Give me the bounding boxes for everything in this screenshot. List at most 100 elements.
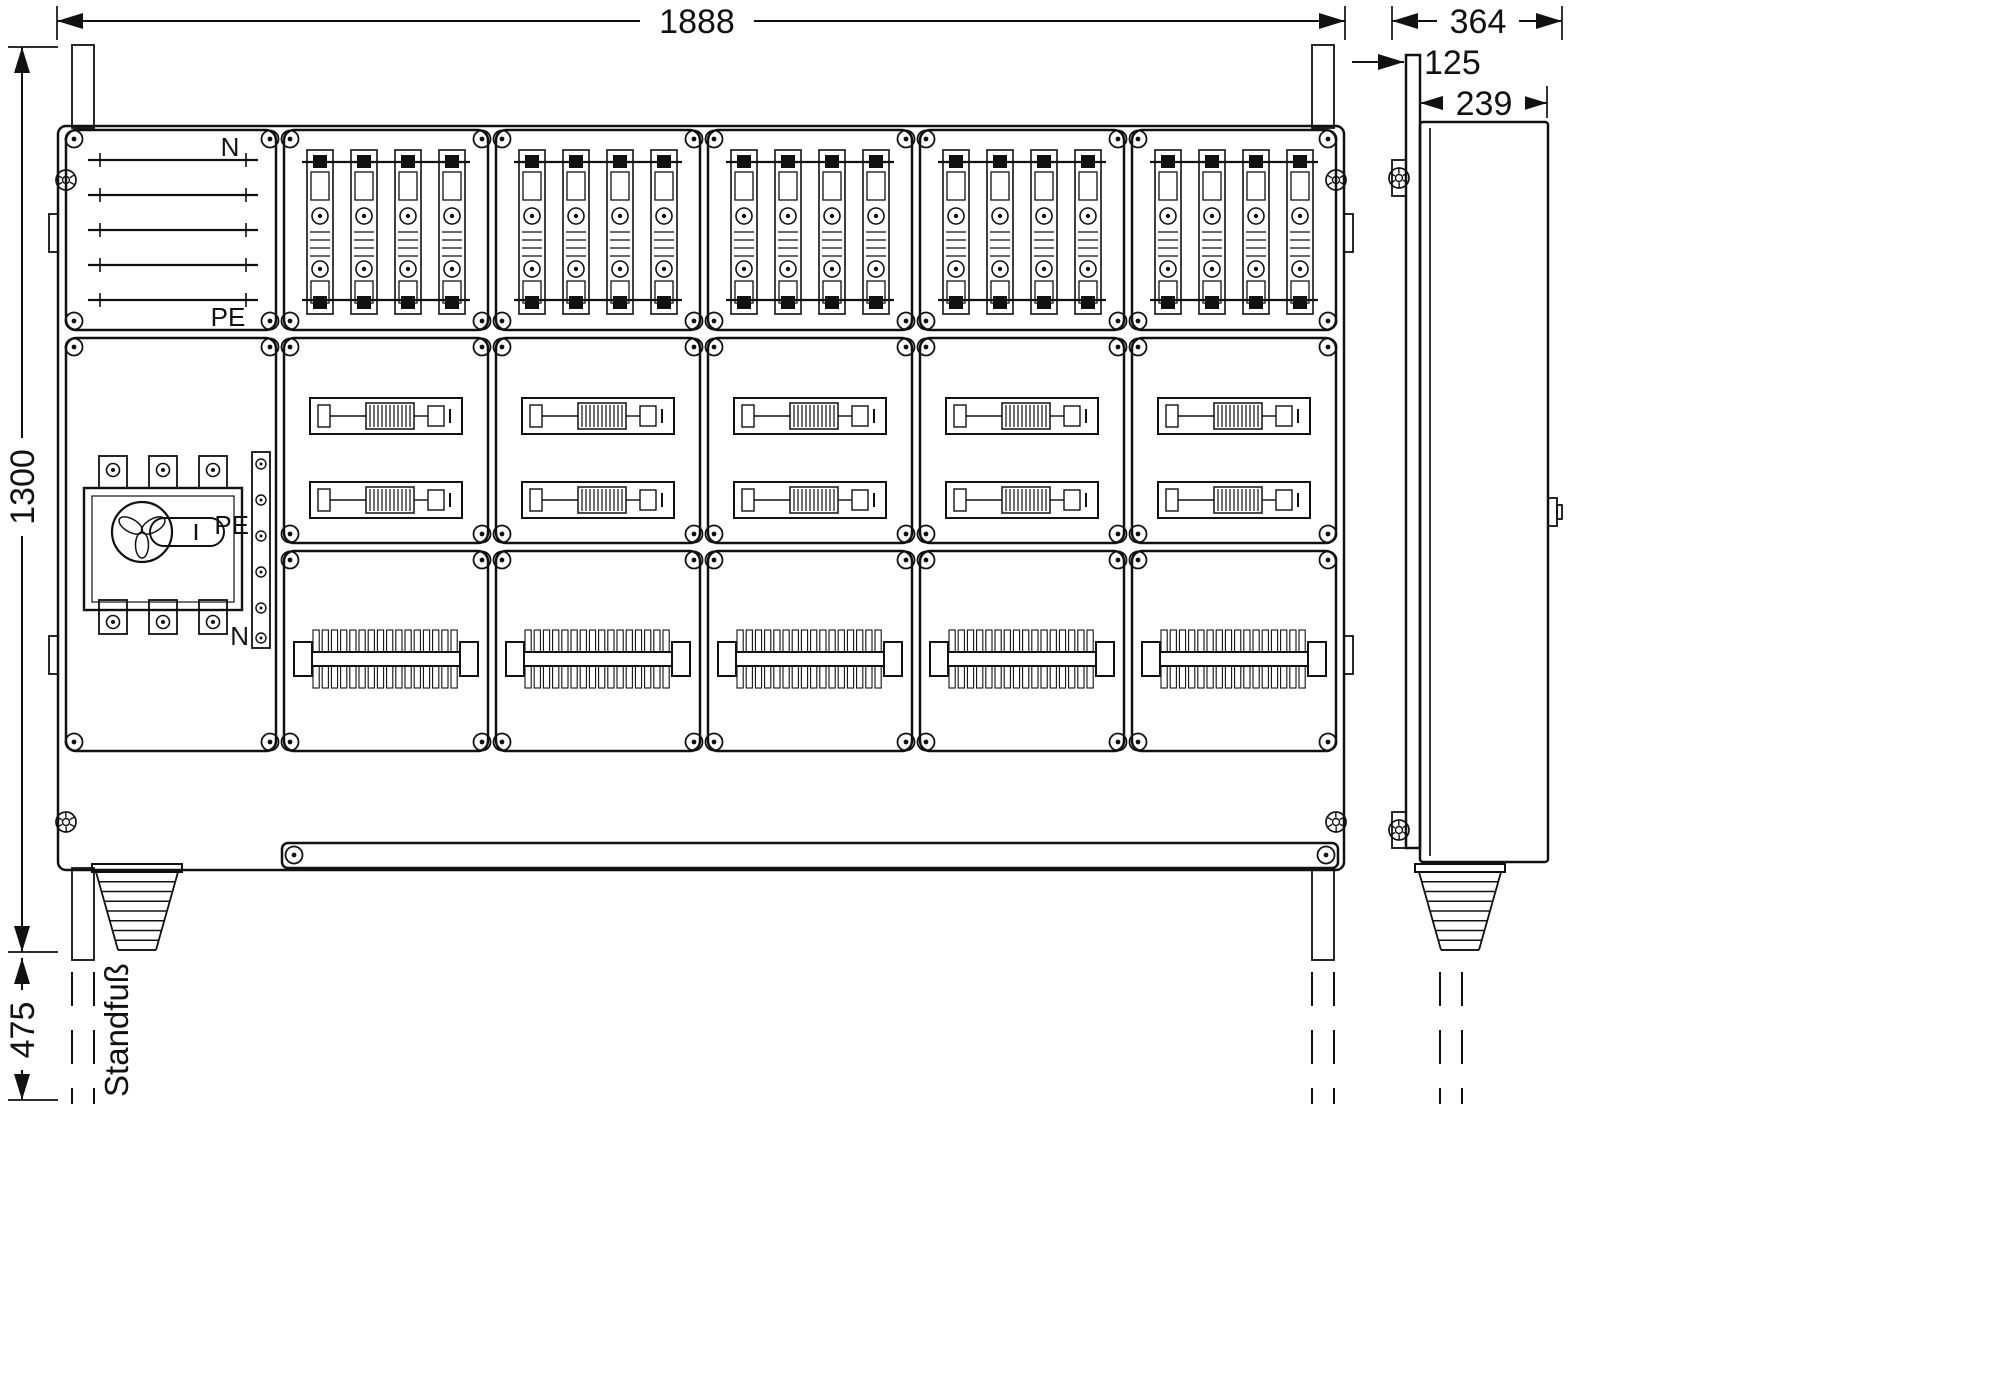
fuse-switch-unit [521, 481, 675, 519]
corner-screw [1325, 169, 1347, 191]
nh-fuse-strip [1074, 149, 1102, 315]
nh-fuse-strip-group [938, 149, 1106, 315]
side-latch-knob [1556, 504, 1563, 520]
nh-fuse-strip [606, 149, 634, 315]
stand-label: Standfuß [98, 963, 135, 1097]
stand-foot [91, 863, 183, 951]
nh-fuse-strip-group [1150, 149, 1318, 315]
nh-fuse-strip [350, 149, 378, 315]
nh-fuse-strip [650, 149, 678, 315]
frame-tab-right-lower [1343, 635, 1354, 675]
terminal-block [717, 629, 903, 689]
nh-fuse-strip [306, 149, 334, 315]
switch-panel-5 [1130, 336, 1338, 545]
nh-fuse-strip [942, 149, 970, 315]
strip-label-n: N [230, 621, 249, 651]
plate-tab-lower [1391, 811, 1407, 849]
dim-plate-depth-label: 125 [1424, 44, 1481, 82]
fuse-switch-unit [733, 397, 887, 435]
nh-fuse-strip-group [302, 149, 470, 315]
fuse-switch-unit [945, 481, 1099, 519]
neutral-pe-bus [88, 153, 258, 307]
frame-tab-right-upper [1343, 213, 1354, 253]
fuse-switch-unit [309, 397, 463, 435]
corner-fasteners [64, 129, 1338, 865]
nh-fuse-strip [1286, 149, 1314, 315]
terminal-block [1141, 629, 1327, 689]
left-stand-post-bottom [71, 867, 95, 961]
terminal-panel-3 [706, 549, 914, 753]
nh-fuse-strip-group [726, 149, 894, 315]
corner-screw [55, 169, 77, 191]
frame-tab-left-lower [48, 635, 59, 675]
switch-panel-4 [918, 336, 1126, 545]
nh-fuse-strip [986, 149, 1014, 315]
corner-screw [55, 811, 77, 833]
pe-n-terminal-strip [251, 451, 271, 649]
dim-plate-depth: 125 [1352, 44, 1481, 82]
dim-width-label: 1888 [659, 3, 735, 41]
nh-fuse-strip [818, 149, 846, 315]
fuse-panel-3 [706, 128, 914, 332]
bus-label-pe-top: PE [211, 302, 246, 332]
dim-height: 1300 [4, 46, 58, 953]
main-switch [82, 455, 244, 635]
strip-label-pe: PE [214, 510, 249, 540]
fuse-switch-unit [1157, 397, 1311, 435]
terminal-block [929, 629, 1115, 689]
dim-height-label: 1300 [4, 449, 42, 525]
frame-tab-left-upper [48, 213, 59, 253]
nh-fuse-strip [518, 149, 546, 315]
cabinet-body-side [1418, 120, 1550, 864]
nh-fuse-strip [862, 149, 890, 315]
corner-screw [1388, 819, 1410, 841]
corner-screw [1325, 811, 1347, 833]
bus-label-n-top: N [221, 132, 240, 162]
corner-screw [1388, 167, 1410, 189]
enclosure-frame [56, 124, 1346, 872]
dim-total-depth: 364 [1391, 2, 1563, 41]
fuse-panel-5 [1130, 128, 1338, 332]
nh-fuse-strip [1242, 149, 1270, 315]
nh-fuse-strip [1154, 149, 1182, 315]
nh-fuse-strip [1030, 149, 1058, 315]
left-stand-post-top [71, 44, 95, 129]
terminal-block [293, 629, 479, 689]
fuse-switch-unit [521, 397, 675, 435]
right-stand-post-bottom [1311, 867, 1335, 961]
terminal-panel-5 [1130, 549, 1338, 753]
fuse-panel-4 [918, 128, 1126, 332]
switch-panel-2 [494, 336, 702, 545]
terminal-panel-2 [494, 549, 702, 753]
main-switch-panel [64, 336, 278, 753]
nh-fuse-strip-group [514, 149, 682, 315]
dim-body-depth-label: 239 [1456, 85, 1513, 123]
bus-panel [64, 128, 278, 332]
nh-fuse-strip [394, 149, 422, 315]
terminal-block [505, 629, 691, 689]
fuse-switch-unit [309, 481, 463, 519]
fuse-switch-unit [945, 397, 1099, 435]
switch-panel-3 [706, 336, 914, 545]
nh-fuse-strip [1198, 149, 1226, 315]
nh-fuse-strip [438, 149, 466, 315]
fuse-panel-1 [282, 128, 490, 332]
bottom-rail [280, 841, 1340, 870]
front-view: N PE PE N [48, 44, 1354, 961]
dim-body-depth: 239 [1419, 84, 1548, 123]
dim-width: 1888 [56, 2, 1346, 41]
side-view [1391, 53, 1563, 864]
plate-tab-upper [1391, 159, 1407, 197]
terminal-panel-1 [282, 549, 490, 753]
switch-panel-1 [282, 336, 490, 545]
nh-fuse-strip [730, 149, 758, 315]
dim-stand-height-label: 475 [4, 1002, 42, 1059]
right-stand-post-top [1311, 44, 1335, 129]
terminal-panel-4 [918, 549, 1126, 753]
dim-total-depth-label: 364 [1450, 3, 1507, 41]
nh-fuse-strip [774, 149, 802, 315]
fuse-switch-unit [1157, 481, 1311, 519]
fuse-switch-unit [733, 481, 887, 519]
